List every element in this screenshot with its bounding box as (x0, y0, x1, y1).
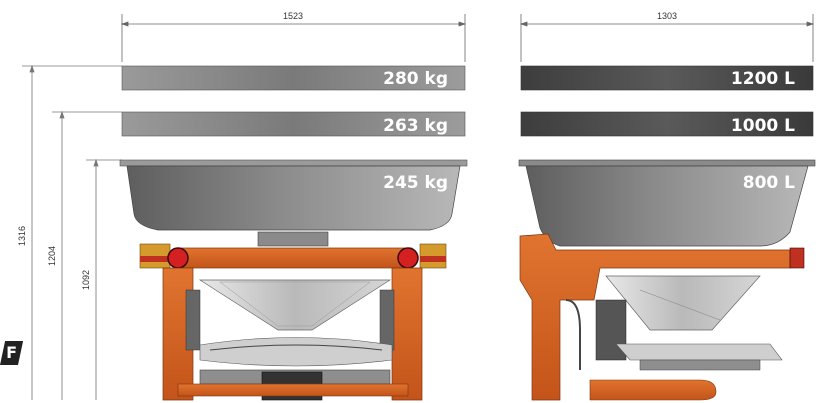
side-capacity-1200: 1200 L (731, 69, 795, 89)
front-capacity-280: 280 kg (383, 69, 448, 89)
side-capacity-1000: 1000 L (731, 116, 795, 136)
side-capacity-800: 800 L (743, 173, 795, 193)
front-extension-263 (121, 111, 466, 137)
section-badge: F (0, 341, 24, 365)
front-hopper (126, 165, 461, 231)
section-badge-letter: F (6, 343, 18, 362)
side-width-label: 1303 (657, 11, 677, 21)
front-width-dimension (120, 14, 467, 62)
side-extension-1200 (520, 65, 814, 91)
front-capacity-263: 263 kg (383, 116, 448, 136)
front-width-label: 1523 (283, 11, 303, 21)
front-extension-280 (121, 65, 466, 91)
side-view-drawing (518, 65, 816, 401)
tail-light-icon (167, 247, 189, 269)
side-extension-1000 (520, 111, 814, 137)
front-view-drawing (119, 65, 468, 401)
tail-light-icon (397, 247, 419, 269)
height-1092-label: 1092 (81, 270, 91, 290)
height-1204-label: 1204 (47, 246, 57, 266)
height-1316-label: 1316 (17, 226, 27, 246)
front-capacity-245: 245 kg (383, 173, 448, 193)
side-width-dimension (519, 14, 815, 62)
height-dimensions (22, 64, 122, 400)
